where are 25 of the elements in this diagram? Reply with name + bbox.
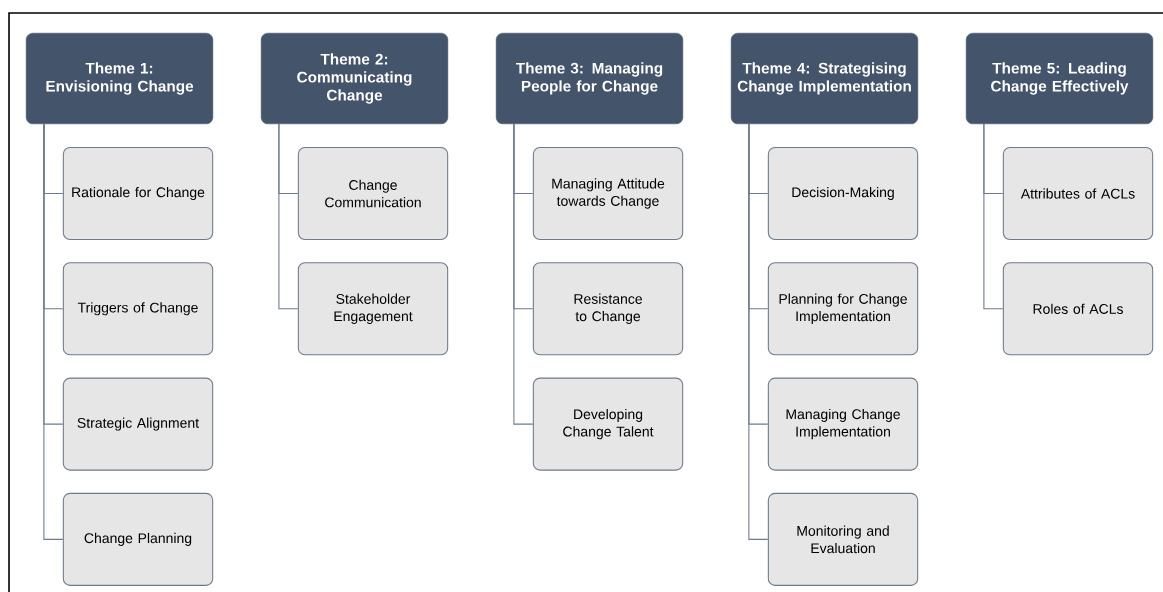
connector-line — [748, 123, 769, 540]
topic-box: Developing Change Talent — [532, 377, 684, 471]
topic-box: Attributes of ACLs — [1002, 146, 1154, 241]
topic-box: Roles of ACLs — [1002, 262, 1154, 356]
topic-box: Change Planning — [62, 492, 214, 586]
theme-header: Theme 5: Leading Change Effectively — [965, 32, 1154, 125]
topic-box: Change Communication — [297, 146, 449, 241]
topic-box: Triggers of Change — [62, 262, 214, 356]
topic-box: Monitoring and Evaluation — [767, 492, 919, 586]
theme-header: Theme 4: Strategising Change Implementation — [730, 32, 919, 125]
connector-line — [278, 123, 299, 310]
connector-line — [43, 123, 64, 540]
topic-box: Strategic Alignment — [62, 377, 214, 471]
theme-header: Theme 3: Managing People for Change — [495, 32, 684, 125]
theme-header: Theme 2: Communicating Change — [260, 32, 449, 125]
topic-box: Resistance to Change — [532, 262, 684, 356]
topic-box: Managing Change Implementation — [767, 377, 919, 471]
topic-box: Planning for Change Implementation — [767, 262, 919, 356]
theme-header: Theme 1: Envisioning Change — [25, 32, 214, 125]
connector-line — [983, 123, 1004, 310]
topic-box: Stakeholder Engagement — [297, 262, 449, 356]
topic-box: Decision-Making — [767, 146, 919, 241]
topic-box: Managing Attitude towards Change — [532, 146, 684, 241]
topic-box: Rationale for Change — [62, 146, 214, 241]
connector-line — [513, 123, 534, 425]
